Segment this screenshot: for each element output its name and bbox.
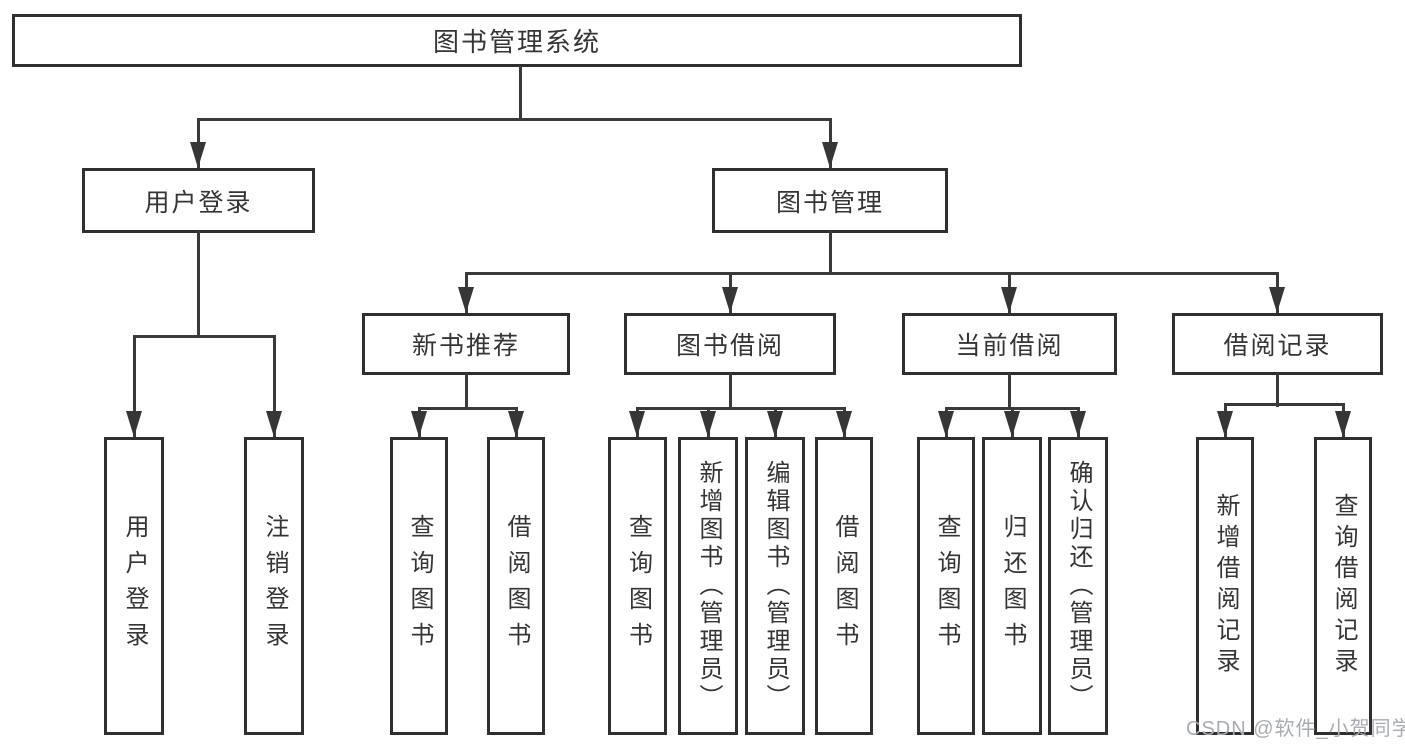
- arrowhead-down-icon: [938, 411, 954, 437]
- leaf-label: 注销登录: [261, 514, 288, 658]
- leaf-label: 查询图书: [933, 514, 960, 658]
- connector-drop: [273, 335, 276, 437]
- leaf-label: 新增图书（管理员）: [695, 460, 722, 712]
- box-leaf-add-borrow-record: 新增借阅记录: [1196, 437, 1254, 735]
- box-leaf-return-book: 归还图书: [982, 437, 1042, 735]
- box-leaf-user-login: 用户登录: [104, 437, 164, 735]
- box-book-borrow: 图书借阅: [624, 313, 836, 375]
- leaf-label: 借阅图书: [831, 514, 858, 658]
- connector-level3-rail: [465, 272, 1279, 275]
- arrowhead-down-icon: [629, 411, 645, 437]
- book-borrow-label: 图书借阅: [675, 332, 784, 360]
- connector-stub: [1276, 373, 1279, 407]
- arrowhead-down-icon: [190, 142, 206, 168]
- connector-root-stub: [519, 66, 522, 121]
- arrowhead-down-icon: [836, 411, 852, 437]
- box-leaf-query-books-2: 查询图书: [608, 437, 667, 735]
- connector-rail: [1224, 403, 1345, 406]
- box-new-book-recommend: 新书推荐: [362, 313, 570, 375]
- arrowhead-down-icon: [1070, 411, 1086, 437]
- arrowhead-down-icon: [822, 142, 838, 168]
- connector-stub: [729, 373, 732, 409]
- arrowhead-down-icon: [1001, 287, 1017, 313]
- connector-rail: [636, 407, 846, 410]
- box-leaf-logout: 注销登录: [244, 437, 304, 735]
- leaf-label: 确认归还（管理员）: [1065, 460, 1092, 712]
- connector-stub: [1008, 373, 1011, 409]
- connector-user-login-stub: [197, 231, 200, 338]
- arrowhead-down-icon: [266, 411, 282, 437]
- root-label: 图书管理系统: [432, 27, 601, 57]
- connector-stub: [465, 373, 468, 409]
- box-leaf-edit-book-admin: 编辑图书（管理员）: [745, 437, 805, 735]
- box-leaf-add-book-admin: 新增图书（管理员）: [678, 437, 738, 735]
- watermark: CSDN @软件_小贺同学: [1186, 718, 1405, 740]
- leaf-label: 归还图书: [999, 514, 1026, 658]
- arrowhead-down-icon: [767, 411, 783, 437]
- arrowhead-down-icon: [1217, 411, 1233, 437]
- box-user-login: 用户登录: [82, 168, 315, 233]
- box-leaf-query-books-3: 查询图书: [917, 437, 975, 735]
- box-leaf-confirm-return-admin: 确认归还（管理员）: [1048, 437, 1108, 735]
- leaf-label: 用户登录: [121, 514, 148, 658]
- arrowhead-down-icon: [1004, 411, 1020, 437]
- box-book-management: 图书管理: [712, 168, 948, 233]
- arrowhead-down-icon: [722, 287, 738, 313]
- user-login-label: 用户登录: [144, 188, 253, 217]
- new-book-recommend-label: 新书推荐: [411, 332, 520, 360]
- arrowhead-down-icon: [126, 411, 142, 437]
- arrowhead-down-icon: [458, 287, 474, 313]
- box-leaf-borrow-books-1: 借阅图书: [487, 437, 545, 735]
- connector-user-login-rail: [133, 335, 276, 338]
- leaf-label: 查询图书: [624, 514, 652, 658]
- box-borrow-records: 借阅记录: [1172, 313, 1383, 375]
- leaf-label: 借阅图书: [503, 514, 530, 658]
- connector-level2-rail: [197, 118, 832, 121]
- borrow-records-label: 借阅记录: [1223, 332, 1332, 360]
- current-borrow-label: 当前借阅: [955, 332, 1064, 360]
- leaf-label: 查询借阅记录: [1330, 493, 1357, 679]
- connector-drop: [133, 335, 136, 437]
- arrowhead-down-icon: [411, 411, 427, 437]
- connector-book-management-stub: [829, 231, 832, 275]
- connector-rail: [418, 407, 518, 410]
- leaf-label: 新增借阅记录: [1212, 493, 1239, 679]
- box-leaf-borrow-books-2: 借阅图书: [815, 437, 873, 735]
- arrowhead-down-icon: [508, 411, 524, 437]
- book-management-label: 图书管理: [775, 188, 884, 217]
- arrowhead-down-icon: [1269, 287, 1285, 313]
- box-root: 图书管理系统: [12, 14, 1022, 67]
- box-leaf-query-borrow-record: 查询借阅记录: [1314, 437, 1372, 735]
- box-current-borrow: 当前借阅: [902, 313, 1117, 375]
- arrowhead-down-icon: [1335, 411, 1351, 437]
- arrowhead-down-icon: [700, 411, 716, 437]
- leaf-label: 编辑图书（管理员）: [762, 460, 789, 712]
- box-leaf-query-books-1: 查询图书: [390, 437, 448, 735]
- leaf-label: 查询图书: [406, 514, 433, 658]
